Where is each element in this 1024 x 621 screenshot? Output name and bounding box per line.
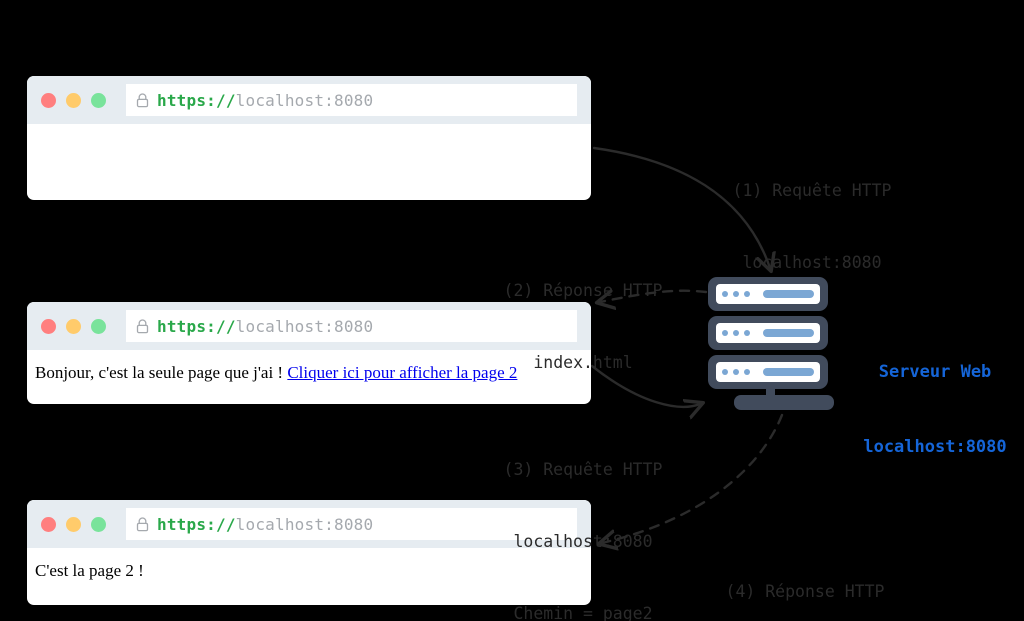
server-led [722, 291, 728, 297]
browser-chrome-1: https:// localhost:8080 [27, 76, 591, 124]
browser-window-3[interactable]: https:// localhost:8080 C'est la page 2 … [27, 500, 591, 605]
close-button[interactable] [41, 516, 56, 532]
arrow-3-label: (3) Requête HTTP localhost:8080 Chemin =… [468, 410, 698, 621]
server-tier-face [716, 284, 820, 304]
server-led [733, 369, 739, 375]
page-2-link[interactable]: Cliquer ici pour afficher la page 2 [287, 363, 518, 382]
server-stand-base [734, 395, 834, 410]
page-body-text: Bonjour, c'est la seule page que j'ai ! [35, 363, 288, 382]
close-button[interactable] [41, 318, 56, 334]
browser-window-2[interactable]: https:// localhost:8080 Bonjour, c'est l… [27, 302, 591, 404]
minimize-button[interactable] [66, 516, 81, 532]
page-body-text: C'est la page 2 ! [35, 561, 144, 580]
maximize-button[interactable] [91, 318, 106, 334]
browser-window-1[interactable]: https:// localhost:8080 [27, 76, 591, 200]
server-status-bar [763, 329, 814, 337]
page-content-2: Bonjour, c'est la seule page que j'ai ! … [27, 350, 591, 385]
page-content-3: C'est la page 2 ! [27, 548, 591, 583]
lock-icon [136, 92, 149, 108]
url-host: localhost:8080 [235, 316, 374, 336]
arrow-1-label-line-1: (1) Requête HTTP [732, 181, 892, 200]
server-tier-face [716, 362, 820, 382]
server-led [733, 330, 739, 336]
minimize-button[interactable] [66, 92, 81, 108]
traffic-lights-1 [41, 92, 106, 108]
server-tier-2 [708, 316, 828, 350]
url-scheme: https:// [157, 514, 236, 534]
arrow-4-label: (4) Réponse HTTP page2.html [690, 532, 920, 621]
server-status-bar [763, 290, 814, 298]
traffic-lights-2 [41, 318, 106, 334]
lock-icon [136, 516, 149, 532]
arrow-2-label-line-1: (2) Réponse HTTP [503, 281, 663, 300]
server-label: Serveur Web localhost:8080 [845, 310, 1024, 510]
page-content-1 [27, 124, 591, 136]
arrow-2-label: (2) Réponse HTTP index.html [468, 231, 698, 423]
server-led [722, 330, 728, 336]
url-scheme: https:// [157, 316, 236, 336]
lock-icon [136, 318, 149, 334]
arrow-3-label-line-2: localhost:8080 [513, 532, 653, 551]
server-tier-1 [708, 277, 828, 311]
arrow-3-label-line-1: (3) Requête HTTP [503, 460, 663, 479]
arrow-3-label-line-3: Chemin = page2 [513, 604, 653, 621]
address-bar-3[interactable]: https:// localhost:8080 [126, 508, 577, 540]
url-host: localhost:8080 [235, 90, 374, 110]
server-led [722, 369, 728, 375]
browser-chrome-2: https:// localhost:8080 [27, 302, 591, 350]
server-led [744, 369, 750, 375]
server-label-line-1: Serveur Web [878, 362, 992, 382]
arrow-1-label: (1) Requête HTTP localhost:8080 [697, 131, 927, 323]
traffic-lights-3 [41, 516, 106, 532]
browser-chrome-3: https:// localhost:8080 [27, 500, 591, 548]
arrow-2-label-line-2: index.html [533, 353, 633, 372]
address-bar-1[interactable]: https:// localhost:8080 [126, 84, 577, 116]
url-host: localhost:8080 [235, 514, 374, 534]
maximize-button[interactable] [91, 92, 106, 108]
server-rack-icon[interactable] [704, 277, 836, 413]
server-led [744, 291, 750, 297]
server-tier-3 [708, 355, 828, 389]
arrow-1-label-line-2: localhost:8080 [742, 253, 882, 272]
minimize-button[interactable] [66, 318, 81, 334]
server-stand-post [766, 385, 775, 397]
maximize-button[interactable] [91, 516, 106, 532]
server-led [733, 291, 739, 297]
url-scheme: https:// [157, 90, 236, 110]
address-bar-2[interactable]: https:// localhost:8080 [126, 310, 577, 342]
close-button[interactable] [41, 92, 56, 108]
arrow-4-label-line-1: (4) Réponse HTTP [725, 582, 885, 601]
server-tier-face [716, 323, 820, 343]
server-label-line-2: localhost:8080 [863, 437, 1007, 457]
server-led [744, 330, 750, 336]
server-status-bar [763, 368, 814, 376]
